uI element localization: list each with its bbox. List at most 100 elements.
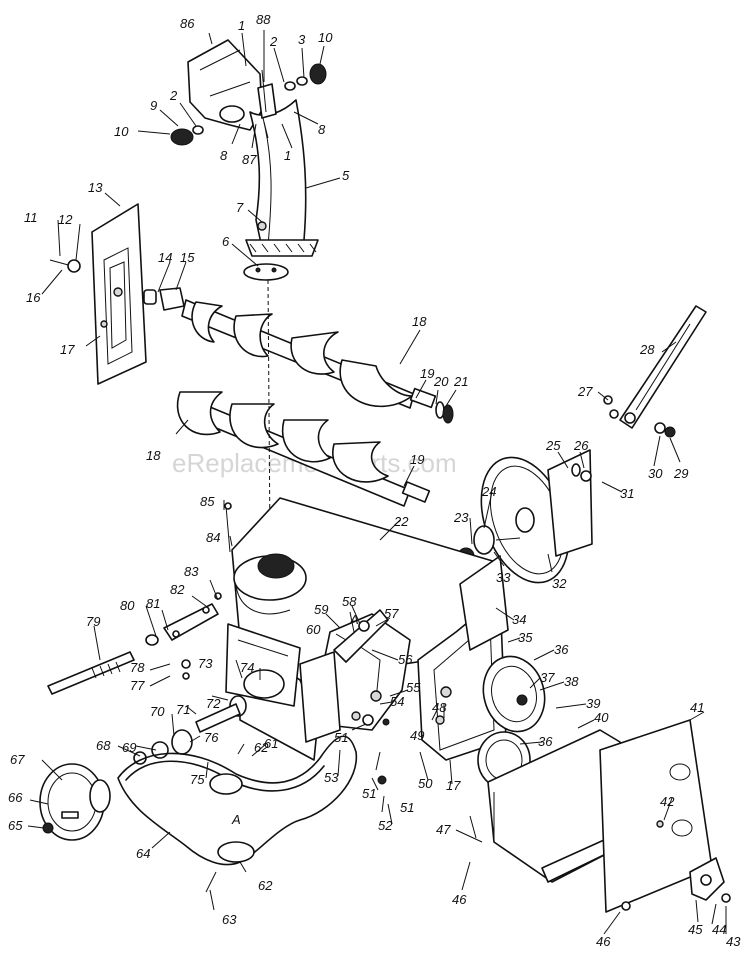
callout: 52 [378, 818, 393, 833]
callout: 6 [222, 234, 230, 249]
callout: 80 [120, 598, 135, 613]
callout: 50 [418, 776, 433, 791]
callout: 87 [242, 152, 257, 167]
lower-frame-box [487, 729, 621, 883]
callout: 82 [170, 582, 185, 597]
callout: 70 [150, 704, 165, 719]
discharge-chute [245, 99, 319, 257]
leader-lines [27, 30, 727, 935]
callout: 65 [8, 818, 23, 833]
callout: 78 [130, 660, 145, 675]
callout: 85 [200, 494, 215, 509]
callout: 73 [198, 656, 213, 671]
callout: 9 [150, 98, 157, 113]
housing-bolts [224, 409, 631, 911]
callout-labels: 86 1 88 2 3 10 9 2 10 8 87 1 8 5 7 6 13 … [8, 12, 741, 949]
callout: 49 [410, 728, 424, 743]
callout: 17 [446, 778, 461, 793]
callout: 2 [269, 34, 278, 49]
callout: 18 [412, 314, 427, 329]
upper-auger [181, 299, 454, 424]
callout: 30 [648, 466, 663, 481]
callout: 54 [390, 694, 404, 709]
callout: 51 [400, 800, 414, 815]
callout: 10 [318, 30, 333, 45]
callout: 20 [433, 374, 449, 389]
callout: 84 [206, 530, 220, 545]
callout: 67 [10, 752, 25, 767]
callout: 27 [577, 384, 593, 399]
callout: 25 [545, 438, 561, 453]
callout: A [231, 812, 241, 827]
callout: 3 [298, 32, 306, 47]
frame-side-panel [459, 555, 509, 651]
callout: 64 [136, 846, 150, 861]
callout: 41 [690, 700, 704, 715]
callout: 58 [342, 594, 357, 609]
callout: 45 [688, 922, 703, 937]
callout: 31 [620, 486, 634, 501]
callout: 68 [96, 738, 111, 753]
callout: 15 [180, 250, 195, 265]
callout: 47 [436, 822, 451, 837]
callout: 32 [552, 576, 567, 591]
callout: 83 [184, 564, 199, 579]
callout: 60 [306, 622, 321, 637]
callout: 17 [60, 342, 75, 357]
callout: 55 [406, 680, 421, 695]
callout: 2 [169, 88, 178, 103]
callout: 48 [432, 700, 447, 715]
callout: 11 [24, 210, 38, 225]
callout: 23 [453, 510, 469, 525]
callout: 72 [206, 696, 221, 711]
callout: 14 [158, 250, 172, 265]
chute-deflector [187, 39, 263, 131]
callout: 7 [236, 200, 244, 215]
callout: 19 [420, 366, 434, 381]
callout: 56 [398, 652, 413, 667]
callout: 86 [180, 16, 195, 31]
callout: 40 [594, 710, 609, 725]
callout: 29 [673, 466, 688, 481]
centerline-vertical [267, 279, 271, 541]
callout: 88 [256, 12, 271, 27]
callout: 69 [122, 740, 136, 755]
callout: 1 [238, 18, 245, 33]
worm-shaft [47, 651, 135, 695]
bearing-housing [225, 623, 301, 717]
callout: 81 [146, 596, 160, 611]
callout: 36 [554, 642, 569, 657]
callout: 51 [334, 730, 348, 745]
callout: 62 [258, 878, 273, 893]
callout: 21 [453, 374, 468, 389]
callout: 36 [538, 734, 553, 749]
chute-bracket [257, 69, 277, 139]
drive-belt [117, 735, 358, 893]
callout: 38 [564, 674, 579, 689]
callout: 75 [190, 772, 205, 787]
adjust-bar [603, 305, 707, 438]
skid-shoe [689, 857, 731, 903]
idler-arm [333, 609, 390, 785]
callout: 13 [88, 180, 103, 195]
callout: 74 [240, 660, 254, 675]
callout: 22 [393, 514, 409, 529]
callout: 35 [518, 630, 533, 645]
callout: 59 [314, 602, 328, 617]
callout: 39 [586, 696, 600, 711]
drive-shaft [133, 703, 241, 765]
callout: 43 [726, 934, 741, 949]
left-side-plate [91, 203, 147, 385]
callout: 63 [222, 912, 237, 927]
left-bearing-parts [49, 259, 185, 311]
callout: A [349, 612, 359, 627]
callout: 10 [114, 124, 129, 139]
shift-linkage [145, 592, 222, 680]
callout: 77 [130, 678, 145, 693]
callout: 5 [342, 168, 350, 183]
callout: 57 [384, 606, 399, 621]
callout: 46 [452, 892, 467, 907]
chute-base-plate [243, 263, 289, 281]
callout: 51 [362, 786, 376, 801]
